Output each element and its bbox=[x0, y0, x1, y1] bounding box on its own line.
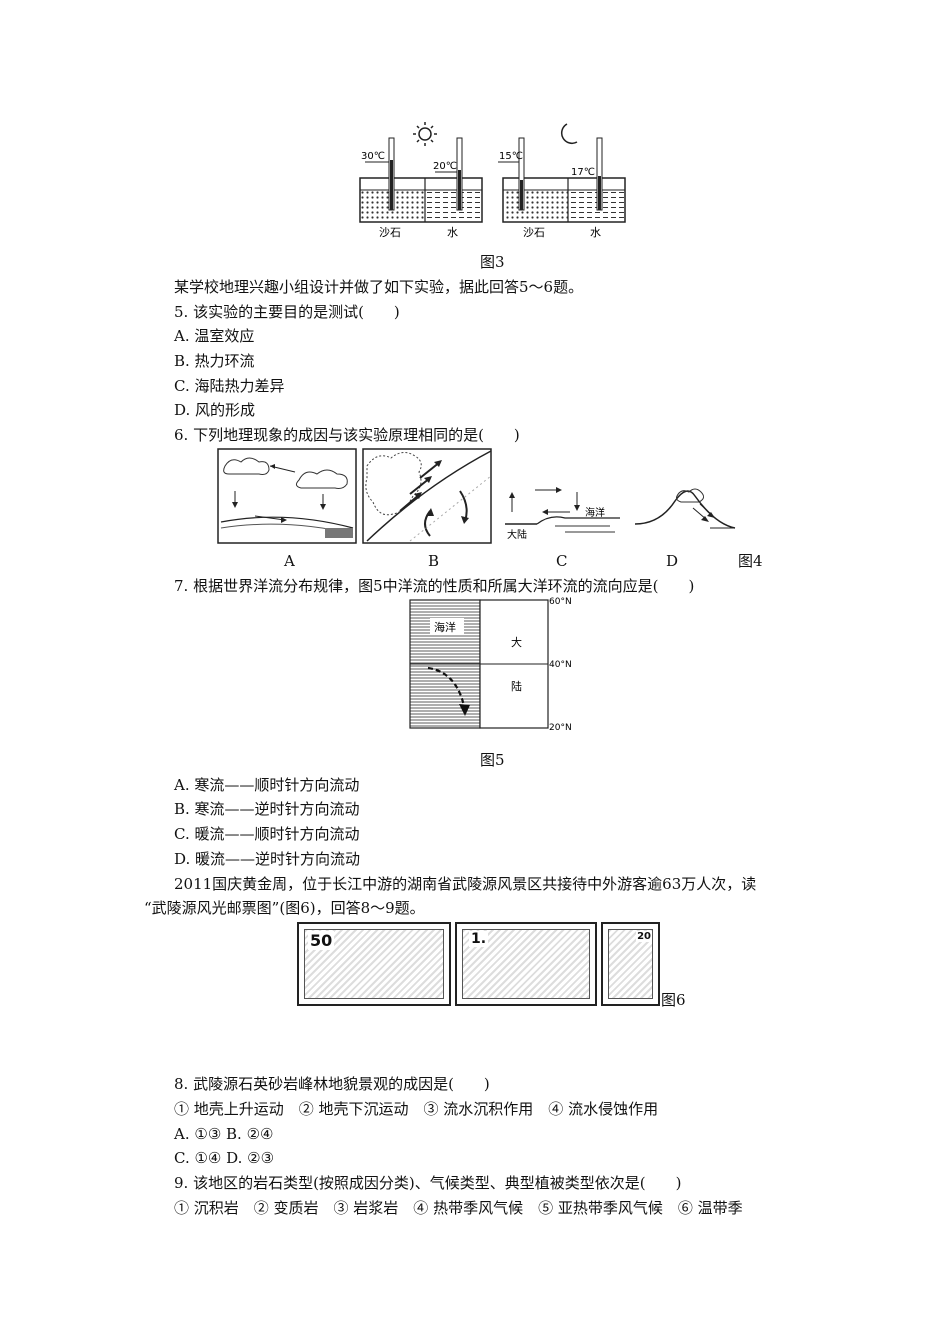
figure-5: 海洋 大 陆 60°N 40°N 20°N bbox=[409, 597, 572, 733]
fig5-ocean-label: 海洋 bbox=[434, 620, 456, 634]
intro-q8-9-line2: “武陵源风光邮票图”(图6)，回答8～9题。 bbox=[144, 899, 425, 917]
fig4-label-b: B bbox=[428, 552, 440, 570]
question-7-option-d: D. 暖流——逆时针方向流动 bbox=[174, 850, 361, 868]
fig4-panel-d bbox=[634, 488, 736, 529]
fig4-panel-b bbox=[362, 448, 492, 544]
figure-5-caption: 图5 bbox=[480, 751, 505, 769]
question-7-stem: 7. 根据世界洋流分布规律，图5中洋流的性质和所属大洋环流的流向应是( ) bbox=[174, 577, 695, 595]
stamp-3: 20 bbox=[601, 922, 660, 1006]
stamp-2: 1. bbox=[455, 922, 597, 1006]
question-5-stem: 5. 该实验的主要目的是测试( ) bbox=[174, 303, 400, 321]
question-8-options-ab: A. ①③ B. ②④ bbox=[174, 1125, 274, 1143]
tank-night bbox=[498, 137, 626, 223]
fig3-left-t-sand: 30℃ bbox=[361, 151, 385, 162]
question-7-option-b: B. 寒流——逆时针方向流动 bbox=[174, 800, 360, 818]
fig4-label-a: A bbox=[284, 552, 295, 570]
question-8-options-cd: C. ①④ D. ②③ bbox=[174, 1149, 275, 1167]
fig3-left-label-sand: 沙石 bbox=[379, 226, 401, 239]
sun-icon bbox=[413, 122, 437, 146]
question-8-stem: 8. 武陵源石英砂岩峰林地貌景观的成因是( ) bbox=[174, 1075, 490, 1093]
fig5-land-label-1: 大 bbox=[511, 635, 522, 649]
fig5-current-arrow bbox=[427, 666, 466, 707]
question-7-option-c: C. 暖流——顺时针方向流动 bbox=[174, 825, 360, 843]
fig3-right-t-sand: 15℃ bbox=[499, 151, 523, 162]
fig3-right-t-water: 17℃ bbox=[571, 167, 595, 178]
fig4-panel-c: 海洋 大陆 bbox=[505, 487, 620, 541]
fig4-panel-a bbox=[217, 448, 357, 544]
stamp-2-value: 1. bbox=[469, 931, 489, 947]
question-6-stem: 6. 下列地理现象的成因与该实验原理相同的是( ) bbox=[174, 426, 520, 444]
stamp-1-value: 50 bbox=[308, 931, 335, 950]
figure-3-caption: 图3 bbox=[480, 253, 505, 271]
question-5-option-c: C. 海陆热力差异 bbox=[174, 377, 285, 395]
question-7-option-a: A. 寒流——顺时针方向流动 bbox=[174, 776, 360, 794]
fig4-label-d: D bbox=[666, 552, 679, 570]
fig3-left-t-water: 20℃ bbox=[433, 161, 457, 172]
fig4-c-sea-label: 海洋 bbox=[585, 506, 605, 519]
fig5-lat-40: 40°N bbox=[549, 660, 572, 670]
stamp-3-value: 20 bbox=[636, 931, 652, 942]
question-5-option-b: B. 热力环流 bbox=[174, 352, 255, 370]
figure-4: 海洋 大陆 bbox=[217, 448, 736, 544]
fig5-lat-20: 20°N bbox=[549, 723, 572, 733]
moon-icon bbox=[561, 123, 578, 145]
question-8-choices: ① 地壳上升运动 ② 地壳下沉运动 ③ 流水沉积作用 ④ 流水侵蚀作用 bbox=[174, 1100, 659, 1118]
fig4-c-land-label: 大陆 bbox=[507, 528, 527, 541]
stamp-1: 50 bbox=[297, 922, 451, 1006]
fig4-label-c: C bbox=[556, 552, 568, 570]
fig3-right-label-water: 水 bbox=[590, 226, 601, 239]
figure-4-caption: 图4 bbox=[738, 552, 763, 570]
fig3-left-label-water: 水 bbox=[447, 226, 458, 239]
figure-6-caption: 图6 bbox=[661, 991, 686, 1009]
intro-q8-9-line1: 2011国庆黄金周，位于长江中游的湖南省武陵源风景区共接待中外游客逾63万人次，… bbox=[174, 875, 757, 893]
fig5-land-label-2: 陆 bbox=[511, 679, 522, 693]
question-5-option-d: D. 风的形成 bbox=[174, 401, 256, 419]
question-5-option-a: A. 温室效应 bbox=[174, 327, 255, 345]
tank-day bbox=[359, 137, 483, 223]
question-9-choices: ① 沉积岩 ② 变质岩 ③ 岩浆岩 ④ 热带季风气候 ⑤ 亚热带季风气候 ⑥ 温… bbox=[174, 1199, 743, 1217]
fig3-right-label-sand: 沙石 bbox=[523, 226, 545, 239]
intro-q5-6: 某学校地理兴趣小组设计并做了如下实验，据此回答5～6题。 bbox=[174, 278, 584, 296]
question-9-stem: 9. 该地区的岩石类型(按照成因分类)、气候类型、典型植被类型依次是( ) bbox=[174, 1174, 682, 1192]
fig5-lat-60: 60°N bbox=[549, 597, 572, 607]
figure-3: 30℃ 20℃ 沙石 水 15℃ 17℃ 沙石 水 bbox=[359, 122, 626, 239]
